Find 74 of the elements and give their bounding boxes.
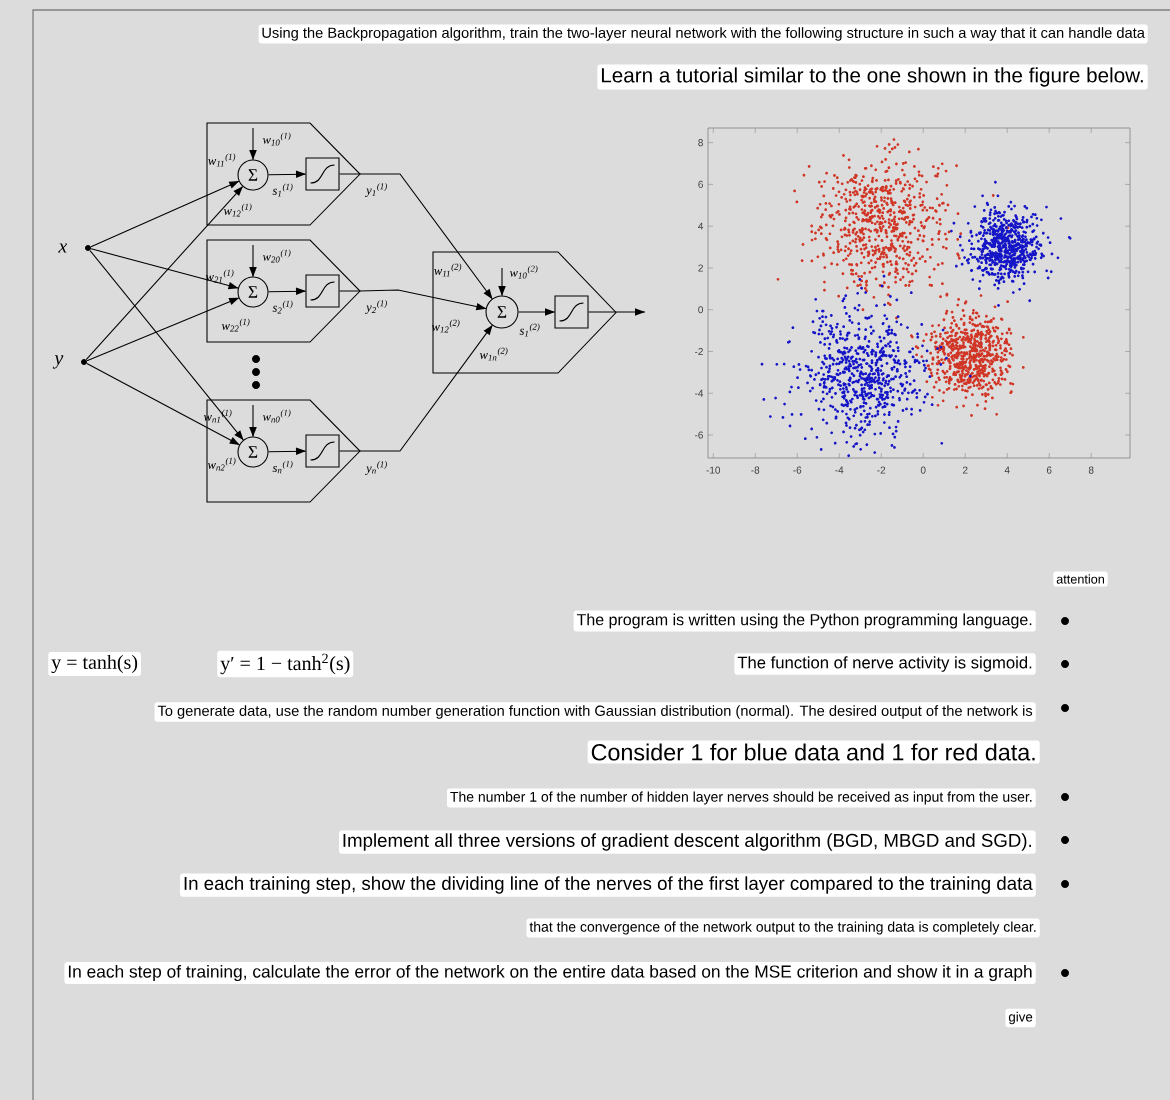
tick-label: 8 <box>698 139 703 147</box>
edge-label: w$_{10}$(1) <box>262 132 291 146</box>
edge-label: w$_{1n}$(2) <box>479 347 508 361</box>
arrow <box>86 297 240 362</box>
tick-label: 8 <box>1088 466 1094 474</box>
arrow <box>518 308 555 316</box>
tick-label: -4 <box>835 466 844 474</box>
edge-label: s$_{1}$(2) <box>519 323 540 337</box>
arrow <box>268 170 306 178</box>
text-label: y = tanh(s) <box>48 652 141 677</box>
neuron-shape <box>432 251 617 374</box>
edge-label: w$_{20}$(1) <box>262 249 291 263</box>
input-label: y <box>52 355 64 369</box>
edge-label: s$_{1}$(1) <box>272 183 293 197</box>
arrow <box>85 186 244 361</box>
tick-label: 6 <box>1046 466 1052 474</box>
arrow <box>268 447 306 455</box>
arrow <box>90 180 240 248</box>
edge-label: w$_{n1}$(1) <box>203 409 232 423</box>
tick-label: 2 <box>698 264 703 272</box>
edge-label: w$_{12}$(2) <box>431 319 460 333</box>
arrow <box>249 127 257 160</box>
tick-label: -8 <box>751 466 760 474</box>
tick-label: -2 <box>694 348 703 355</box>
edge-label: w$_{n0}$(1) <box>262 409 291 423</box>
arrow <box>249 404 257 437</box>
activation-box <box>305 274 340 308</box>
text-label: Consider 1 for blue data and 1 for red data. <box>587 740 1040 764</box>
arrow <box>339 173 493 300</box>
edge-label: s$_{2}$(1) <box>272 300 293 314</box>
edge-label: w$_{12}$(1) <box>223 203 252 217</box>
edge-label: s$_{n}$(1) <box>272 460 293 474</box>
tick-label: -2 <box>877 466 886 474</box>
arrow <box>90 248 239 290</box>
tick-label: 6 <box>698 180 703 188</box>
arrow <box>89 250 244 441</box>
tick-label: 4 <box>1004 466 1010 474</box>
edge-label: w$_{11}$(1) <box>208 153 236 167</box>
tick-label: 2 <box>962 466 968 474</box>
edge-label: w$_{11}$(2) <box>434 263 462 277</box>
tick-label: -10 <box>706 466 721 474</box>
tick-label: -6 <box>793 466 802 474</box>
arrow <box>588 308 646 316</box>
edge-label: w$_{21}$(1) <box>205 269 234 283</box>
text-label: The function of nerve activity is sigmoid. <box>734 653 1036 675</box>
tick-label: 0 <box>698 306 703 314</box>
input-label: x <box>58 243 68 253</box>
text-label: The program is written using the Python programming language. <box>573 610 1036 632</box>
tick-label: 0 <box>920 466 926 474</box>
text-label: In each training step, show the dividing line of the nerves of the first layer compared to the training data <box>180 873 1036 897</box>
text-label: Learn a tutorial similar to the one shown in the figure below. <box>597 64 1148 90</box>
text-label: Implement all three versions of gradient descent algorithm (BGD, MBGD and SGD). <box>338 830 1036 854</box>
tick-label: -6 <box>694 431 703 439</box>
text-label: attention <box>1053 571 1108 587</box>
edge-label: w$_{n2}$(1) <box>207 457 236 471</box>
tick-label: 4 <box>698 222 704 230</box>
output-label: y$_{1}$(1) <box>365 183 387 197</box>
output-label: y$_{2}$(1) <box>365 300 387 314</box>
arrow <box>249 244 257 277</box>
text-label: In each step of training, calculate the error of the network on the entire data based on the MSE criterion and show it in a graph <box>64 962 1036 984</box>
arrow <box>339 324 493 452</box>
text-label: y′ = 1 − tanh$^{2}$(s) <box>217 650 354 678</box>
activation-box <box>305 434 340 468</box>
activation-box <box>305 157 340 191</box>
tick-label: -4 <box>694 389 704 397</box>
arrow <box>339 289 487 311</box>
arrow <box>268 287 306 295</box>
output-label: y$_{n}$(1) <box>365 461 387 475</box>
arrow <box>498 267 506 296</box>
text-label: To generate data, use the random number generation function with Gaussian distribution (normal). The desired output of the network is <box>154 702 1036 722</box>
edge-label: w$_{10}$(2) <box>509 265 538 279</box>
activation-box <box>554 295 589 329</box>
edge-label: w$_{22}$(1) <box>221 318 250 332</box>
arrow <box>86 363 240 446</box>
